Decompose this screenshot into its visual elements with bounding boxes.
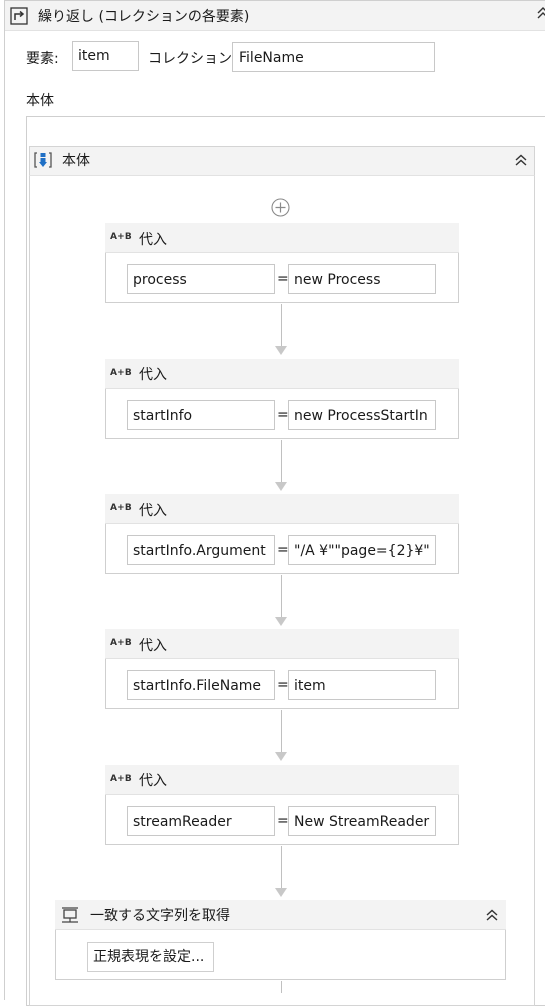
assign-title: 代入 — [139, 232, 167, 248]
sequence-header[interactable] — [29, 146, 535, 176]
assign-icon: A+B — [110, 774, 132, 784]
foreach-title: 繰り返し (コレクションの各要素) — [38, 9, 250, 25]
assign-title: 代入 — [139, 503, 167, 519]
assign-activity-header[interactable] — [105, 494, 459, 524]
add-activity-icon[interactable] — [271, 198, 290, 217]
foreach-header[interactable] — [5, 1, 545, 31]
assign-title: 代入 — [139, 773, 167, 789]
element-label: 要素: — [26, 51, 59, 67]
assign-icon: A+B — [110, 503, 132, 513]
body-label: 本体 — [26, 93, 54, 109]
assign-activity-header[interactable] — [105, 359, 459, 389]
connector-arrow — [275, 617, 287, 626]
connector-line — [281, 981, 282, 993]
assign-icon: A+B — [110, 232, 132, 242]
matches-icon — [62, 907, 78, 923]
matches-title: 一致する文字列を取得 — [90, 908, 230, 924]
collection-input[interactable]: FileName — [232, 42, 435, 72]
connector-line — [281, 304, 282, 346]
assign-icon: A+B — [110, 638, 132, 648]
foreach-container — [4, 0, 545, 1000]
connector-line — [281, 575, 282, 617]
configure-regex-button[interactable]: 正規表現を設定... — [87, 942, 214, 972]
sequence-collapse-icon[interactable] — [513, 153, 529, 167]
connector-arrow — [275, 752, 287, 761]
matches-activity-header[interactable] — [55, 900, 506, 930]
assign-to-input[interactable]: startInfo — [127, 400, 275, 430]
equals-sign: = — [277, 813, 289, 829]
connector-arrow — [275, 482, 287, 491]
assign-to-input[interactable]: startInfo.Argument — [127, 535, 275, 565]
assign-activity-header[interactable] — [105, 223, 459, 253]
assign-to-input[interactable]: startInfo.FileName — [127, 670, 275, 700]
equals-sign: = — [277, 271, 289, 287]
assign-value-input[interactable]: "/A ¥""page={2}¥" — [288, 535, 436, 565]
connector-line — [281, 710, 282, 752]
assign-title: 代入 — [139, 367, 167, 383]
sequence-title: 本体 — [62, 153, 90, 169]
element-input[interactable]: item — [72, 41, 139, 71]
assign-activity-header[interactable] — [105, 629, 459, 659]
assign-title: 代入 — [139, 638, 167, 654]
equals-sign: = — [277, 677, 289, 693]
foreach-icon — [10, 7, 28, 25]
sequence-icon — [34, 152, 52, 168]
assign-value-input[interactable]: item — [288, 670, 436, 700]
matches-collapse-icon[interactable] — [484, 908, 500, 922]
connector-line — [281, 846, 282, 888]
equals-sign: = — [277, 542, 289, 558]
collapse-icon[interactable] — [536, 6, 545, 20]
collection-label: コレクション: — [148, 51, 237, 67]
assign-activity-header[interactable] — [105, 765, 459, 795]
assign-value-input[interactable]: new ProcessStartIn — [288, 400, 436, 430]
assign-value-input[interactable]: new Process — [288, 264, 436, 294]
assign-value-input[interactable]: New StreamReader — [288, 806, 436, 836]
assign-to-input[interactable]: process — [127, 264, 275, 294]
assign-to-input[interactable]: streamReader — [127, 806, 275, 836]
connector-arrow — [275, 888, 287, 897]
connector-line — [281, 440, 282, 482]
assign-icon: A+B — [110, 368, 132, 378]
connector-arrow — [275, 346, 287, 355]
equals-sign: = — [277, 407, 289, 423]
